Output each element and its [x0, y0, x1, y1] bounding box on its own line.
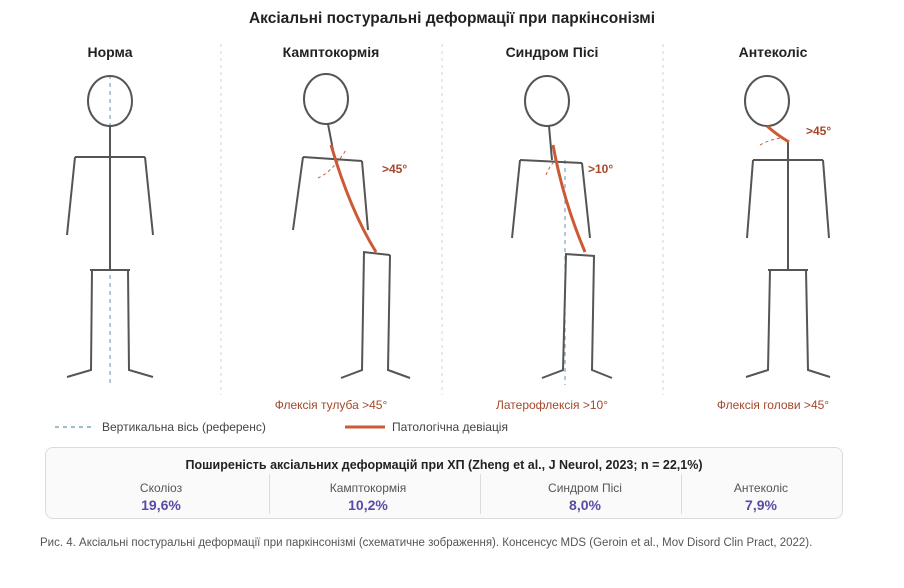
deviation-arc-camptocormia	[317, 149, 347, 179]
shoulders-pisa	[519, 159, 583, 164]
deviation-line-camptocormia	[329, 144, 378, 253]
stat-label: Камптокормія	[329, 481, 407, 495]
stat-label: Синдром Пісі	[548, 481, 622, 495]
deviation-line-pisa	[551, 144, 587, 253]
neck-pisa	[548, 125, 553, 161]
stat-divider	[269, 474, 270, 514]
angle-label-antecollis: >45°	[806, 124, 832, 138]
prevalence-panel: Поширеність аксіальних деформацій при ХП…	[45, 447, 843, 519]
figure-pisa	[511, 75, 613, 385]
hips-camptocormia	[362, 251, 391, 256]
left-leg-antecollis	[745, 269, 771, 378]
panel-title-camptocormia: Камптокормія	[282, 44, 380, 60]
shoulders-camptocormia	[302, 156, 363, 162]
panel-caption-antecollis: Флексія голови >45°	[716, 398, 830, 412]
figure-antecollis	[744, 75, 831, 378]
head-pisa	[524, 75, 570, 127]
left-leg-pisa	[541, 253, 567, 379]
right-leg-pisa	[590, 255, 613, 379]
head-camptocormia	[303, 73, 349, 125]
right-leg-norm	[127, 269, 154, 378]
stat-value: 10,2%	[348, 497, 388, 513]
left-leg-camptocormia	[340, 251, 365, 379]
right-arm-antecollis	[822, 159, 830, 239]
deviation-line-antecollis	[765, 124, 790, 144]
right-arm-pisa	[581, 162, 591, 239]
angle-label-pisa: >10°	[588, 162, 614, 176]
left-arm-pisa	[511, 159, 521, 239]
right-arm-norm	[144, 156, 154, 236]
prevalence-title: Поширеність аксіальних деформацій при ХП…	[185, 458, 703, 472]
stat-pisa: Синдром Пісі 8,0%	[490, 481, 680, 513]
panel-caption-pisa: Латерофлексія >10°	[496, 398, 608, 412]
panel-title-pisa: Синдром Пісі	[505, 44, 599, 60]
stat-label: Антеколіс	[733, 481, 789, 495]
left-arm-camptocormia	[292, 156, 304, 231]
right-leg-antecollis	[805, 269, 831, 378]
left-arm-antecollis	[746, 159, 754, 239]
legend-reference-label: Вертикальна вісь (референс)	[102, 420, 266, 434]
right-arm-camptocormia	[361, 160, 369, 231]
stat-antecollis: Антеколіс 7,9%	[686, 481, 836, 513]
legend-deviation-label: Патологічна девіація	[392, 420, 508, 434]
deviation-arc-pisa	[545, 159, 557, 176]
head-antecollis	[744, 75, 790, 127]
stat-camptocormia: Камптокормія 10,2%	[273, 481, 463, 513]
stat-label: Сколіоз	[139, 481, 183, 495]
panel-title-antecollis: Антеколіс	[738, 44, 808, 60]
hips-pisa	[564, 253, 596, 257]
right-leg-camptocormia	[386, 254, 411, 379]
left-leg-norm	[66, 269, 93, 378]
stat-value: 8,0%	[569, 497, 601, 513]
angle-label-camptocormia: >45°	[382, 162, 408, 176]
figure-camptocormia	[292, 73, 411, 379]
figure-footnote: Рис. 4. Аксіальні постуральні деформації…	[40, 537, 813, 549]
stat-scoliosis: Сколіоз 19,6%	[66, 481, 256, 513]
figure-title: Аксіальні постуральні деформації при пар…	[248, 10, 656, 27]
panel-caption-camptocormia: Флексія тулуба >45°	[274, 398, 388, 412]
panel-dividers	[220, 44, 664, 395]
stat-value: 19,6%	[141, 497, 181, 513]
stat-divider	[681, 474, 682, 514]
deviation-arc-antecollis	[759, 137, 785, 146]
panel-title-norm: Норма	[87, 44, 133, 60]
figure-norm	[66, 75, 154, 385]
stat-divider	[480, 474, 481, 514]
left-arm-norm	[66, 156, 76, 236]
stat-value: 7,9%	[745, 497, 777, 513]
